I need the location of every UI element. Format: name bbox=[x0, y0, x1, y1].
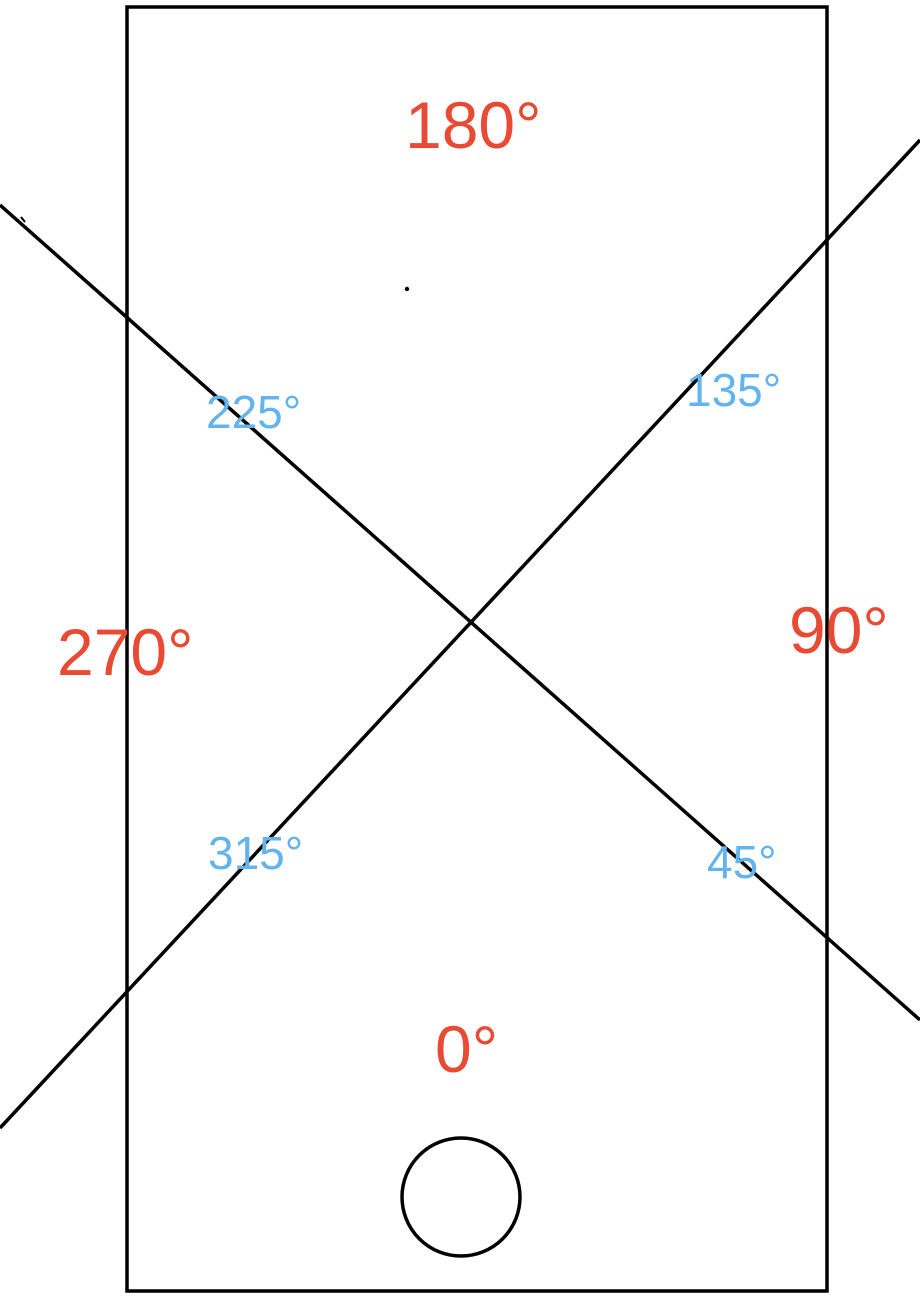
angle-label-135: 135° bbox=[686, 364, 781, 416]
angle-label-225: 225° bbox=[206, 386, 301, 438]
stray-tick bbox=[20, 216, 26, 223]
diagonal-line-225-to-45 bbox=[0, 203, 920, 1022]
angle-label-270: 270° bbox=[57, 615, 194, 689]
diagonal-line-315-to-135 bbox=[0, 138, 920, 1130]
angle-label-315: 315° bbox=[208, 827, 303, 879]
phone-outline bbox=[125, 5, 829, 1293]
home-button-icon bbox=[400, 1136, 522, 1258]
stray-dot bbox=[404, 286, 410, 292]
angle-label-180: 180° bbox=[405, 88, 542, 162]
angle-label-0: 0° bbox=[435, 1012, 498, 1086]
angle-label-90: 90° bbox=[789, 593, 889, 667]
angle-label-45: 45° bbox=[707, 836, 777, 888]
